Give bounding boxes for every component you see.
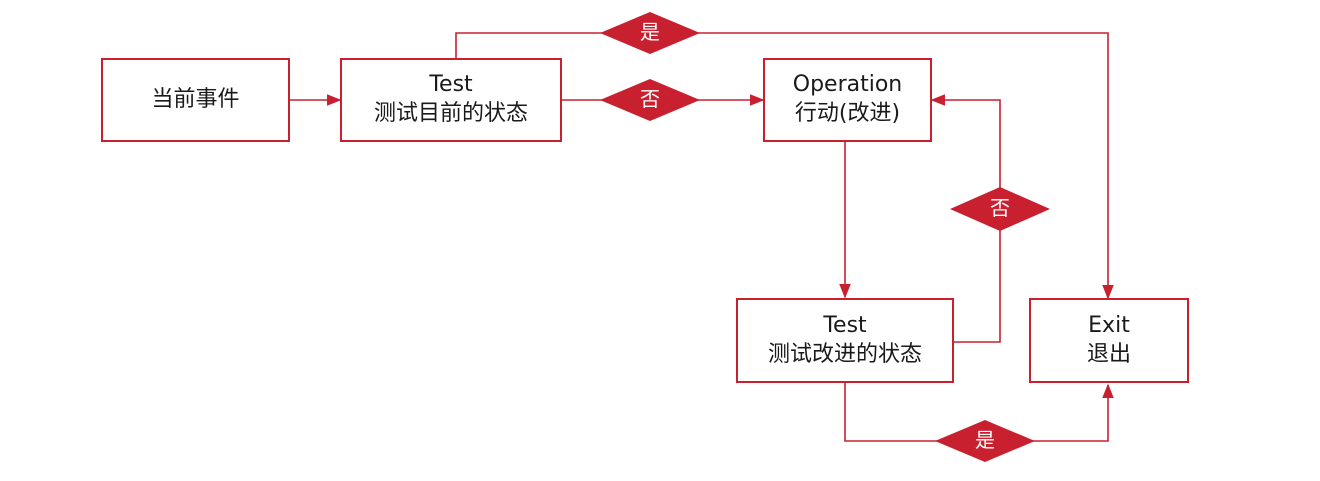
decision-first-no-label: 否 <box>640 87 660 111</box>
node-test-current-subtitle: 测试目前的状态 <box>373 101 528 126</box>
decision-bottom-yes-label: 是 <box>975 428 995 452</box>
arrow-test-to-exit <box>455 32 1114 300</box>
node-test-improved-subtitle: 测试改进的状态 <box>767 341 922 367</box>
node-exit-subtitle: 退出 <box>1086 341 1131 367</box>
node-exit: Exit 退出 <box>1029 298 1189 383</box>
decision-first-no: 否 <box>600 79 700 121</box>
node-test-improved-state: Test 测试改进的状态 <box>736 298 954 383</box>
node-test-current-title: Test <box>429 72 473 98</box>
node-operation: Operation 行动(改进) <box>763 58 932 142</box>
node-operation-subtitle: 行动(改进) <box>794 101 901 126</box>
decision-top-yes: 是 <box>600 12 700 54</box>
decision-top-yes-label: 是 <box>640 20 660 44</box>
node-test-improved-title: Test <box>823 312 867 338</box>
node-operation-title: Operation <box>792 72 903 98</box>
node-current-event-label: 当前事件 <box>151 86 240 112</box>
node-current-event: 当前事件 <box>101 58 290 142</box>
decision-bottom-yes: 是 <box>935 420 1035 462</box>
node-exit-title: Exit <box>1088 312 1130 338</box>
decision-loop-no: 否 <box>950 187 1050 231</box>
node-test-current-state: Test 测试目前的状态 <box>340 58 562 142</box>
decision-loop-no-label: 否 <box>990 196 1010 220</box>
